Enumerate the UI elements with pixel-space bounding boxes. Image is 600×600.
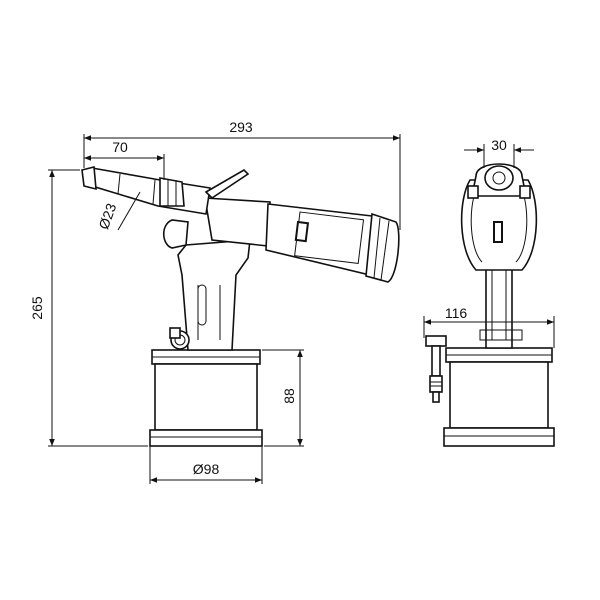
trigger (162, 219, 189, 249)
base-bottom-ring (149, 429, 263, 447)
front-air-fitting (425, 335, 447, 403)
front-base-cylinder (449, 361, 549, 429)
dimension-base-diameter: Ø98 (149, 446, 263, 484)
dimension-nose-width: 30 (464, 137, 534, 168)
dimension-overall-height: 265 (29, 169, 148, 447)
dim-base-height-text: 88 (281, 388, 297, 404)
dim-nose-diameter-text: Ø23 (95, 201, 119, 232)
grip (177, 239, 251, 351)
hex-collar (159, 177, 185, 207)
dimension-side-width: 116 (423, 305, 555, 348)
dimension-base-height: 88 (262, 349, 304, 447)
dim-base-diameter-text: Ø98 (193, 461, 220, 477)
dim-side-width-text: 116 (445, 305, 468, 321)
dim-overall-length-text: 293 (229, 119, 253, 135)
dim-nose-width-text: 30 (491, 137, 507, 153)
dim-overall-height-text: 265 (29, 296, 45, 320)
dimension-overall-length: 293 (83, 119, 401, 230)
rear-cap (365, 212, 400, 283)
side-view-tool (81, 165, 400, 447)
main-cylinder (204, 197, 271, 247)
base-cylinder (154, 363, 258, 431)
dim-nose-length-text: 70 (112, 139, 128, 155)
front-view-tool (425, 163, 555, 447)
front-base-bottom-ring (443, 427, 555, 447)
air-connector (169, 327, 190, 350)
lever (204, 168, 250, 200)
dimension-nose-length: 70 (84, 139, 165, 180)
nose-tip (81, 165, 97, 191)
